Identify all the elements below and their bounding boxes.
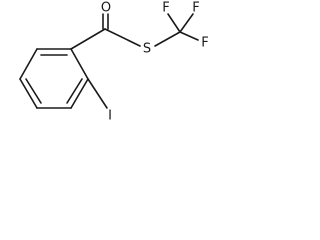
cf3-to-fluorine-right-bond <box>179 31 199 41</box>
ring-bond-upper-left <box>19 48 38 80</box>
sulfur-to-cf3-bond <box>154 31 181 47</box>
ring-double-bond-right-inner <box>66 78 83 104</box>
sulfur-label: S <box>143 42 151 57</box>
ring-to-carbonyl-bond <box>70 28 106 50</box>
carbonyl-to-sulfur-bond <box>104 28 141 47</box>
ring-bond-lower-right <box>70 78 89 109</box>
benzene-ring <box>19 48 89 109</box>
fluorine-right-label: F <box>201 36 208 51</box>
cf3-to-fluorine-top-right-bond <box>179 13 194 33</box>
ring-bond-upper-right <box>70 48 89 80</box>
ring-double-bond-left-inner <box>25 78 42 104</box>
cf3-to-fluorine-top-left-bond <box>167 13 181 33</box>
fluorine-top-right-label: F <box>192 1 199 16</box>
iodine-label: I <box>108 109 112 124</box>
ring-to-iodine-bond <box>87 78 108 109</box>
molecule-structure-diagram: O S F F F I <box>19 1 209 124</box>
oxygen-label: O <box>101 1 111 16</box>
fluorine-top-left-label: F <box>162 1 169 16</box>
ring-bond-lower-left <box>19 78 38 109</box>
